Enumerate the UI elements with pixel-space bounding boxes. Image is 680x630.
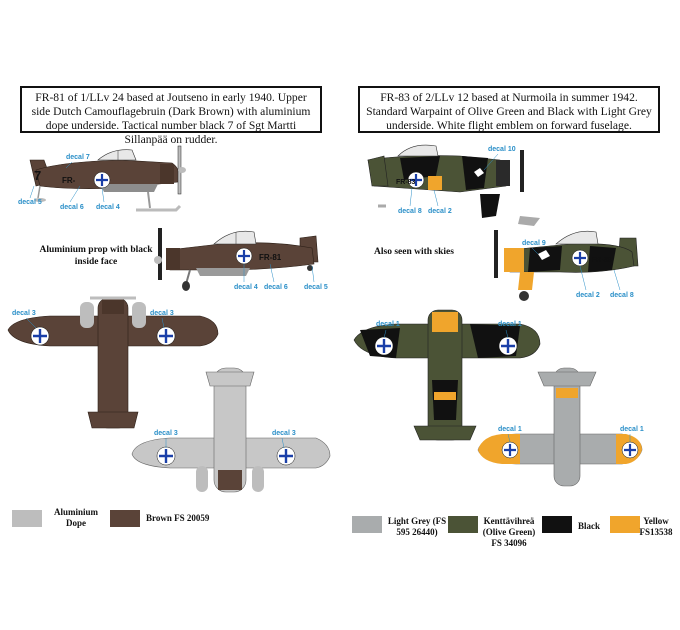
right-topview-aircraft (353, 309, 541, 441)
decal-label: decal 1 (498, 321, 522, 328)
decal-label: decal 1 (376, 321, 400, 328)
decal-label: decal 8 (398, 208, 422, 215)
color-swatch-yellow (610, 516, 640, 533)
svg-text:FR-83: FR-83 (396, 179, 416, 186)
left-topview-aircraft (7, 296, 219, 429)
left-profile-2-aircraft: FR-81 (154, 228, 319, 291)
svg-text:FR-83: FR-83 (592, 257, 612, 264)
decal-label: decal 7 (66, 154, 90, 161)
decal-label: decal 2 (576, 292, 600, 299)
color-swatch-aluminium-dope (12, 510, 42, 527)
svg-text:FR-: FR- (62, 176, 76, 185)
decal-label: decal 3 (150, 310, 174, 317)
color-swatch-brown (110, 510, 140, 527)
decal-label: decal 10 (488, 146, 516, 153)
decal-label: decal 8 (610, 292, 634, 299)
color-label-yellow: Yellow FS13538 (639, 516, 673, 537)
right-caption-box: FR-83 of 2/LLv 12 based at Nurmoila in s… (358, 86, 660, 133)
decal-label: decal 4 (96, 204, 120, 211)
decal-leader-lines (25, 153, 631, 449)
decal-label: decal 9 (522, 240, 546, 247)
decal-label: decal 5 (304, 284, 328, 291)
left-bottomview-aircraft (131, 367, 331, 493)
decal-label: decal 6 (264, 284, 288, 291)
decal-label: decal 3 (12, 310, 36, 317)
left-caption-box: FR-81 of 1/LLv 24 based at Joutseno in e… (20, 86, 322, 146)
color-label-aluminium-dope: Aluminium Dope (53, 507, 98, 528)
color-swatch-black (542, 516, 572, 533)
svg-text:7: 7 (34, 168, 41, 183)
decal-label: decal 1 (620, 426, 644, 433)
right-caption-text: FR-83 of 2/LLv 12 based at Nurmoila in s… (366, 91, 652, 132)
decal-label: decal 1 (498, 426, 522, 433)
decal-label: decal 3 (154, 430, 178, 437)
color-label-black: Black (577, 521, 600, 531)
decal-label: decal 5 (18, 199, 42, 206)
decal-label: decal 2 (428, 208, 452, 215)
right-bottomview-aircraft (477, 367, 643, 487)
svg-text:FR-81: FR-81 (259, 253, 282, 262)
decal-label: decal 3 (272, 430, 296, 437)
right-profile-2-aircraft: FR-83 (494, 230, 639, 301)
color-label-light-grey: Light Grey (FS 595 26440) (387, 516, 447, 537)
right-profile-1-aircraft: FR-83 (367, 144, 540, 226)
color-label-olive-green: Kenttävihreä (Olive Green) FS 34096 (482, 516, 536, 548)
decal-label: decal 4 (234, 284, 258, 291)
color-label-brown: Brown FS 20059 (146, 513, 210, 523)
left-caption-text: FR-81 of 1/LLv 24 based at Joutseno in e… (31, 91, 311, 146)
color-swatch-light-grey (352, 516, 382, 533)
left-profile-1-aircraft: FR- 7 (29, 145, 186, 212)
right-skis-note: Also seen with skies (374, 247, 454, 257)
color-swatch-olive-green (448, 516, 478, 533)
left-prop-note: Aluminium prop with black inside face (39, 245, 153, 267)
decal-label: decal 6 (60, 204, 84, 211)
